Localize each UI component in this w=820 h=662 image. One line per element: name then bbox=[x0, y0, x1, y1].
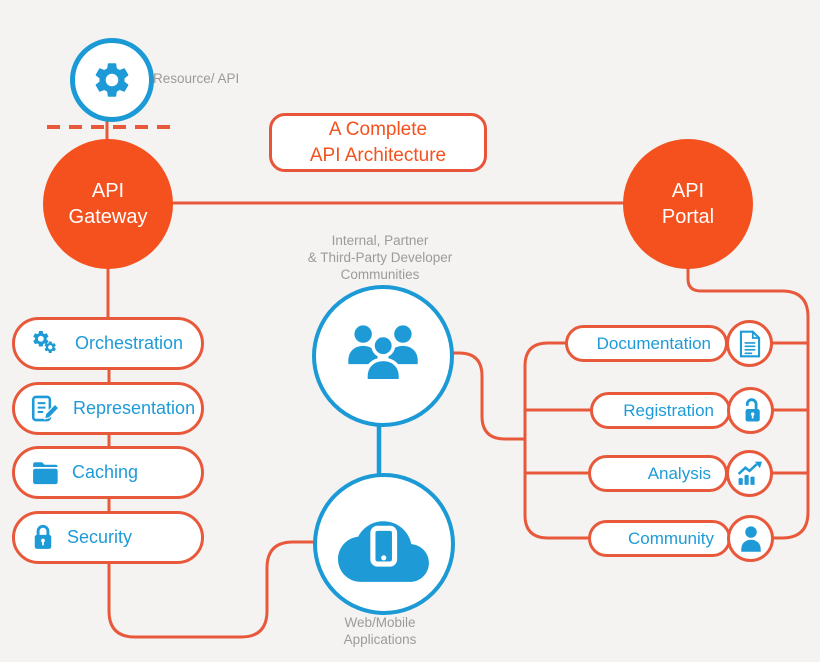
pill-representation-label: Representation bbox=[73, 398, 196, 418]
pill-registration: Registration bbox=[590, 392, 731, 429]
group-people-icon bbox=[348, 325, 418, 383]
pill-representation: Representation bbox=[12, 382, 204, 435]
api-gateway-node: API Gateway bbox=[43, 139, 173, 269]
communities-caption-line2: & Third-Party Developer bbox=[307, 250, 453, 265]
web-mobile-caption-line2: Applications bbox=[343, 632, 417, 647]
pill-documentation: Documentation bbox=[565, 325, 728, 362]
communities-node bbox=[312, 285, 454, 427]
cloud-mobile-icon bbox=[338, 521, 429, 582]
pill-security-label: Security bbox=[67, 527, 133, 547]
web-mobile-caption: Web/Mobile Applications bbox=[298, 614, 462, 648]
folder-icon bbox=[31, 460, 60, 486]
api-portal-label-line1: API bbox=[671, 180, 705, 202]
title-box: A Complete API Architecture bbox=[269, 113, 487, 172]
web-mobile-node bbox=[313, 473, 455, 615]
pill-security: Security bbox=[12, 511, 204, 564]
communities-caption-line3: Communities bbox=[340, 267, 420, 282]
resource-api-label: Resource/ API bbox=[153, 71, 240, 86]
community-badge bbox=[727, 515, 774, 562]
communities-caption-line1: Internal, Partner bbox=[331, 233, 429, 248]
title-line2: API Architecture bbox=[309, 144, 447, 166]
lock-icon bbox=[31, 523, 55, 552]
pill-orchestration: Orchestration bbox=[12, 317, 204, 370]
pill-documentation-label: Documentation bbox=[596, 333, 711, 353]
title-line1: A Complete bbox=[328, 118, 428, 140]
pill-caching: Caching bbox=[12, 446, 204, 499]
document-edit-icon bbox=[31, 395, 61, 422]
communities-caption: Internal, Partner & Third-Party Develope… bbox=[270, 232, 490, 283]
pill-caching-label: Caching bbox=[72, 462, 139, 482]
documentation-badge bbox=[726, 320, 773, 367]
pill-analysis-label: Analysis bbox=[647, 463, 711, 483]
person-icon bbox=[740, 525, 761, 552]
gears-icon bbox=[31, 329, 63, 359]
unlock-icon bbox=[745, 397, 760, 422]
pill-community: Community bbox=[588, 520, 731, 557]
pill-orchestration-label: Orchestration bbox=[75, 333, 184, 353]
pill-community-label: Community bbox=[628, 528, 714, 548]
registration-badge bbox=[727, 387, 774, 434]
web-mobile-caption-line1: Web/Mobile bbox=[344, 615, 416, 630]
resource-api-node bbox=[70, 38, 154, 122]
pill-registration-label: Registration bbox=[623, 400, 714, 420]
document-lines-icon bbox=[739, 330, 760, 357]
pill-analysis: Analysis bbox=[588, 455, 728, 492]
api-gateway-label-line1: API bbox=[91, 180, 125, 202]
gear-icon bbox=[95, 63, 129, 97]
api-portal-label-line2: Portal bbox=[661, 206, 715, 228]
chart-growth-icon bbox=[737, 461, 762, 485]
analysis-badge bbox=[726, 450, 773, 497]
api-gateway-label-line2: Gateway bbox=[68, 206, 148, 228]
api-portal-node: API Portal bbox=[623, 139, 753, 269]
